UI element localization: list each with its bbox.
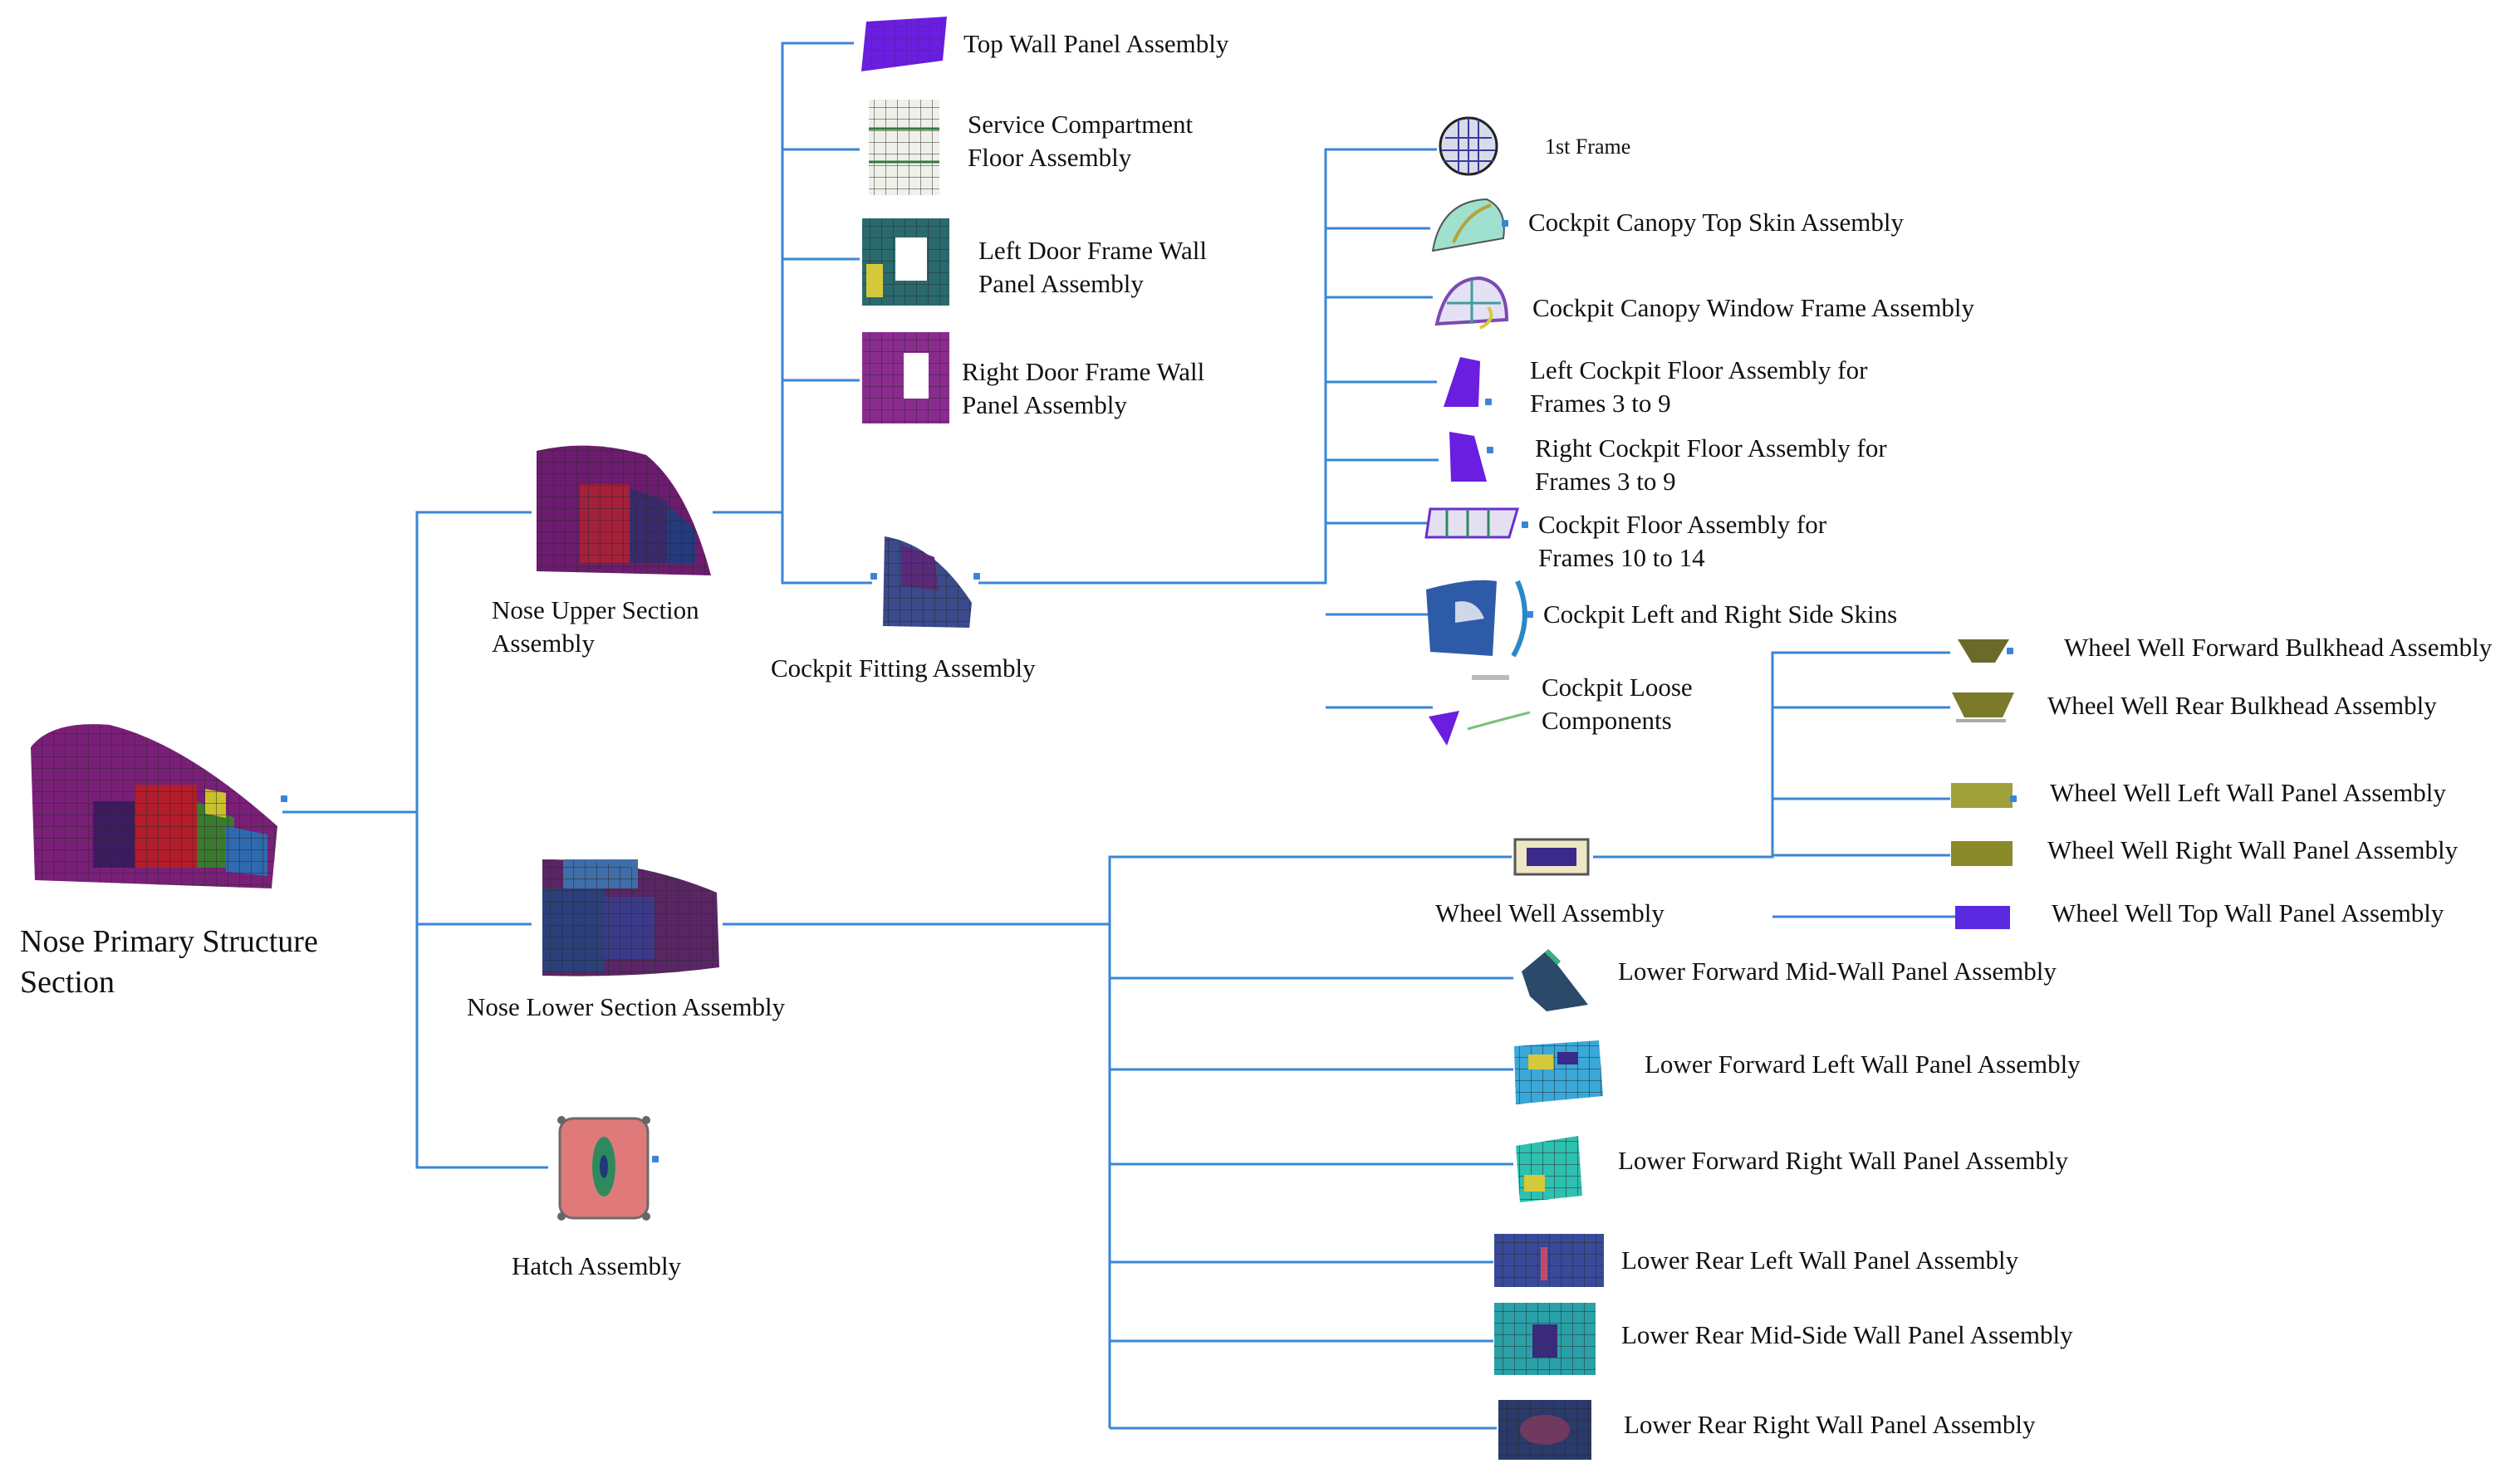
left-door-label: Left Door Frame Wall Panel Assembly	[978, 236, 1207, 299]
ww-fwd-bulkhead-thumbnail	[1954, 631, 2013, 668]
lower-rear-left-label: Lower Rear Left Wall Panel Assembly	[1621, 1245, 2019, 1275]
lower-rear-left-thumbnail	[1491, 1231, 1607, 1290]
nose-upper-thumbnail	[530, 438, 714, 581]
left-cockpit-floor-thumbnail	[1437, 353, 1487, 411]
ww-top-wall-label: Wheel Well Top Wall Panel Assembly	[2052, 898, 2444, 927]
connector-marker	[1485, 399, 1492, 405]
side-skins-thumbnail	[1422, 573, 1538, 664]
connector-marker	[1502, 220, 1508, 227]
canopy-window-label: Cockpit Canopy Window Frame Assembly	[1532, 293, 1975, 322]
service-floor-thumbnail	[862, 95, 945, 199]
cockpit-fitting-thumbnail	[876, 528, 976, 632]
link-root	[282, 511, 548, 1169]
link-nose-lower	[723, 855, 1513, 1430]
connector-marker	[973, 573, 980, 580]
connector-marker	[870, 573, 877, 580]
lower-rear-right-label: Lower Rear Right Wall Panel Assembly	[1624, 1410, 2036, 1439]
canopy-top-label: Cockpit Canopy Top Skin Assembly	[1528, 208, 1904, 237]
connector-marker	[1527, 611, 1533, 618]
ww-left-wall-thumbnail	[1948, 776, 2016, 814]
lower-fwd-mid-label: Lower Forward Mid-Wall Panel Assembly	[1618, 957, 2057, 986]
hatch-label: Hatch Assembly	[512, 1251, 682, 1280]
lower-fwd-right-label: Lower Forward Right Wall Panel Assembly	[1618, 1146, 2068, 1175]
cockpit-floor-10-14-thumbnail	[1422, 502, 1526, 544]
ww-left-wall-label: Wheel Well Left Wall Panel Assembly	[2050, 778, 2446, 807]
ww-rear-bulkhead-label: Wheel Well Rear Bulkhead Assembly	[2047, 691, 2437, 720]
top-wall-thumbnail	[860, 15, 951, 73]
link-wheel-well	[1593, 651, 1960, 918]
cockpit-fitting-label: Cockpit Fitting Assembly	[771, 653, 1036, 683]
ww-right-wall-thumbnail	[1948, 834, 2016, 872]
nose-upper-label: Nose Upper Section Assembly	[492, 595, 699, 658]
connector-marker	[281, 795, 287, 802]
connector-marker	[652, 1156, 659, 1162]
left-cockpit-floor-label: Left Cockpit Floor Assembly for Frames 3…	[1530, 355, 1868, 418]
right-door-label: Right Door Frame Wall Panel Assembly	[962, 357, 1205, 420]
loose-components-label: Cockpit Loose Components	[1542, 673, 1693, 736]
nose-lower-label: Nose Lower Section Assembly	[467, 992, 786, 1021]
connector-marker	[1522, 521, 1528, 528]
lower-rear-mid-label: Lower Rear Mid-Side Wall Panel Assembly	[1621, 1320, 2073, 1349]
lower-fwd-right-thumbnail	[1508, 1129, 1591, 1208]
wheel-well-label: Wheel Well Assembly	[1435, 898, 1664, 927]
side-skins-label: Cockpit Left and Right Side Skins	[1543, 599, 1898, 629]
lower-rear-mid-thumbnail	[1491, 1299, 1599, 1378]
lower-fwd-left-label: Lower Forward Left Wall Panel Assembly	[1645, 1050, 2081, 1079]
canopy-window-thumbnail	[1430, 270, 1513, 336]
ww-fwd-bulkhead-label: Wheel Well Forward Bulkhead Assembly	[2064, 633, 2493, 662]
connector-marker	[1487, 447, 1493, 453]
nose-lower-thumbnail	[538, 855, 723, 980]
top-wall-label: Top Wall Panel Assembly	[963, 29, 1229, 58]
first-frame-thumbnail	[1435, 113, 1502, 179]
cockpit-floor-10-14-label: Cockpit Floor Assembly for Frames 10 to …	[1538, 510, 1827, 573]
wheel-well-thumbnail	[1510, 833, 1593, 881]
connector-marker	[2010, 795, 2017, 802]
right-cockpit-floor-thumbnail	[1441, 428, 1491, 486]
link-cockpit-fitting	[978, 148, 1439, 709]
canopy-top-thumbnail	[1429, 193, 1512, 259]
lower-fwd-left-thumbnail	[1508, 1034, 1607, 1108]
root-thumbnail	[18, 710, 284, 897]
ww-top-wall-thumbnail	[1952, 901, 2014, 934]
loose-components-thumbnail	[1422, 671, 1538, 750]
root-label: Nose Primary Structure Section	[20, 924, 318, 1001]
lower-fwd-mid-thumbnail	[1513, 938, 1596, 1017]
connector-marker	[2007, 648, 2013, 654]
ww-rear-bulkhead-thumbnail	[1948, 683, 2018, 728]
right-door-thumbnail	[858, 328, 954, 428]
left-door-thumbnail	[858, 214, 954, 310]
first-frame-label: 1st Frame	[1545, 135, 1631, 159]
right-cockpit-floor-label: Right Cockpit Floor Assembly for Frames …	[1535, 433, 1887, 497]
ww-right-wall-label: Wheel Well Right Wall Panel Assembly	[2047, 835, 2459, 864]
link-nose-upper	[713, 42, 872, 585]
lower-rear-right-thumbnail	[1495, 1397, 1595, 1463]
hatch-thumbnail	[550, 1108, 658, 1229]
service-floor-label: Service Compartment Floor Assembly	[968, 110, 1194, 173]
